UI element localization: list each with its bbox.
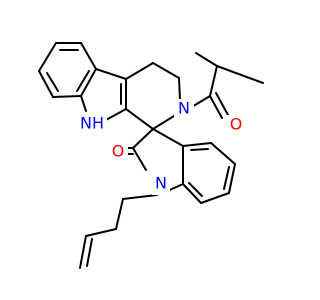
molecule-structure-diagram: NH N O O N bbox=[38, 42, 264, 269]
bond bbox=[125, 108, 154, 130]
bond bbox=[86, 238, 93, 267]
bond bbox=[210, 142, 236, 165]
amide-nitrogen-label: N bbox=[178, 99, 190, 118]
bond bbox=[216, 65, 264, 84]
atom-label-layer: NH N O O N bbox=[79, 99, 246, 195]
lactam-oxygen-label: O bbox=[112, 142, 125, 161]
isobutyryl-oxygen-label: O bbox=[230, 115, 243, 134]
bond bbox=[228, 163, 236, 194]
bond bbox=[38, 70, 54, 98]
indolinone-nitrogen-label: N bbox=[155, 174, 167, 193]
nh-label-mask bbox=[79, 113, 107, 133]
bond-layer bbox=[38, 42, 264, 269]
bond bbox=[188, 182, 203, 197]
bond bbox=[80, 42, 97, 70]
bond bbox=[152, 115, 175, 130]
bond bbox=[79, 235, 87, 269]
bond bbox=[125, 62, 154, 80]
bond bbox=[85, 228, 117, 237]
bond bbox=[52, 95, 82, 98]
bond bbox=[209, 95, 223, 119]
indolinone-n-label-mask bbox=[152, 173, 170, 195]
bond bbox=[46, 72, 59, 92]
bond bbox=[182, 183, 202, 204]
bond bbox=[38, 42, 57, 72]
bond bbox=[182, 142, 212, 147]
bond bbox=[178, 77, 181, 101]
bond bbox=[152, 62, 180, 79]
bond bbox=[95, 68, 127, 80]
bond bbox=[132, 128, 154, 149]
lactam-o-label-mask bbox=[110, 141, 128, 161]
bond bbox=[152, 128, 184, 147]
bond bbox=[200, 192, 230, 204]
bond bbox=[105, 108, 127, 121]
bond bbox=[122, 194, 158, 200]
bond bbox=[190, 148, 209, 151]
isobutyryl-o-label-mask bbox=[226, 115, 246, 135]
bond bbox=[80, 68, 97, 97]
bond bbox=[223, 166, 230, 190]
bond bbox=[195, 52, 218, 67]
amide-n-label-mask bbox=[174, 99, 194, 119]
bond bbox=[76, 70, 90, 92]
nh-atom-label: NH bbox=[80, 114, 104, 133]
bond bbox=[115, 198, 124, 230]
bond bbox=[80, 95, 87, 112]
bond bbox=[132, 147, 147, 171]
bond bbox=[209, 65, 218, 97]
bond bbox=[215, 92, 229, 116]
